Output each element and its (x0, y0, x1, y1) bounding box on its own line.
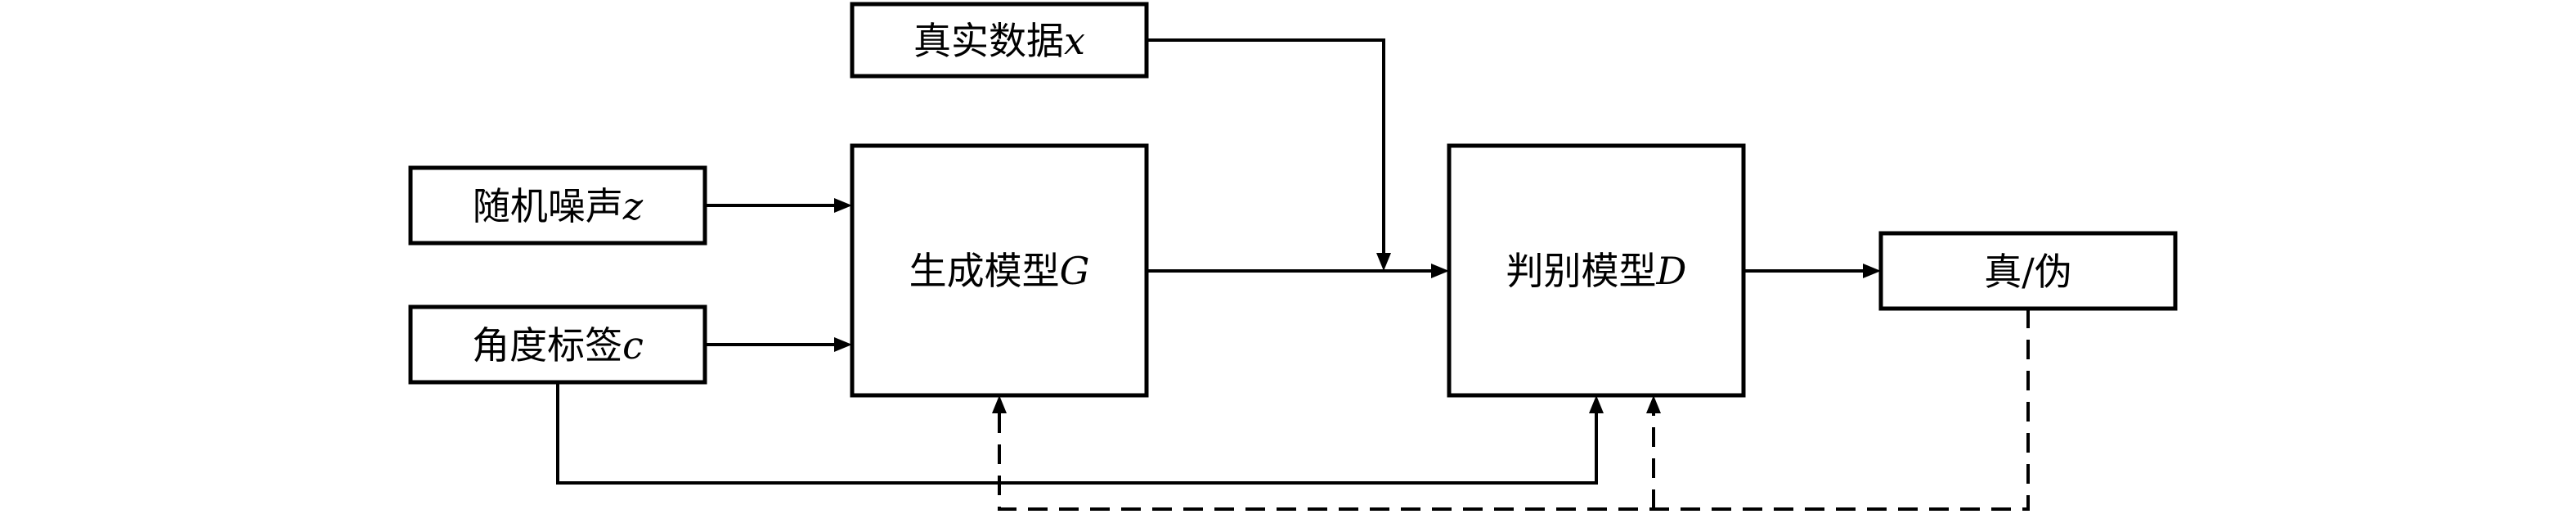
noise-box (408, 165, 707, 246)
generator-box (850, 143, 1149, 398)
edge-angle-discriminator (556, 382, 1598, 485)
noise-label: 随机噪声z (473, 184, 644, 228)
arrow-noise-generator (834, 198, 852, 213)
discriminator-label: 判别模型D (1506, 249, 1687, 293)
real-data-label: 真实数据x (913, 19, 1085, 63)
noise-text: 随机噪声 (473, 184, 623, 228)
real-data-symbol: x (1064, 19, 1085, 63)
discriminator-text: 判别模型 (1506, 249, 1657, 293)
arrow-generator-discriminator (1431, 264, 1449, 278)
angle-label-symbol: c (622, 323, 644, 367)
generator-symbol: G (1060, 249, 1090, 293)
real-data-box (850, 2, 1149, 79)
real-data-text: 真实数据 (913, 19, 1064, 63)
angle-label-label: 角度标签c (472, 323, 644, 367)
generator-label: 生成模型G (909, 249, 1090, 293)
edge-real-data-discriminator (1147, 38, 1385, 255)
arrow-discriminator-output (1863, 264, 1881, 278)
arrow-real-data-junction (1376, 253, 1391, 271)
arrow-feedback-generator (992, 395, 1007, 413)
angle-label-text: 角度标签 (472, 323, 622, 367)
arrow-angle-discriminator (1589, 395, 1604, 413)
noise-symbol: z (622, 184, 644, 228)
arrow-angle-generator (834, 337, 852, 352)
edge-output-feedback (998, 309, 2030, 511)
arrow-feedback-discriminator (1646, 395, 1661, 413)
generator-text: 生成模型 (909, 249, 1060, 293)
discriminator-symbol: D (1656, 249, 1687, 293)
output-label: 真/伪 (1984, 250, 2072, 294)
